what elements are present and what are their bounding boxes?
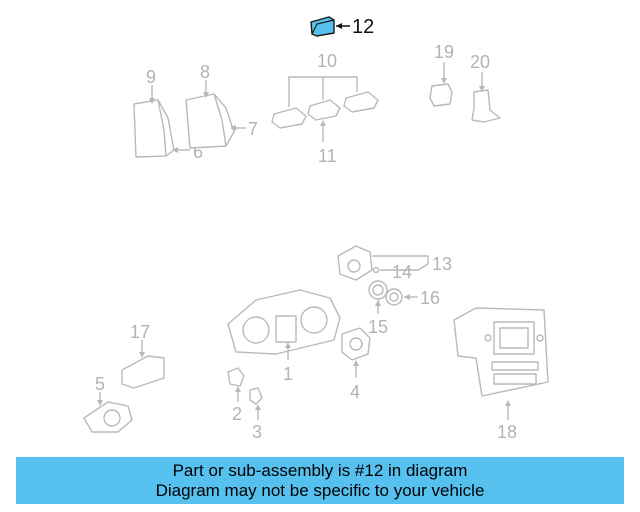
part-15[interactable]: 15	[368, 280, 388, 337]
part-10-number: 10	[317, 51, 337, 71]
part-8-number: 8	[200, 62, 210, 82]
part-9-number: 9	[146, 67, 156, 87]
part-16-number: 16	[420, 288, 440, 308]
part-8-7[interactable]: 8 7	[185, 62, 258, 149]
caption-line-1: Part or sub-assembly is #12 in diagram	[172, 460, 468, 480]
part-14-number: 14	[392, 262, 412, 282]
caption-banner: Part or sub-assembly is #12 in diagram D…	[16, 457, 624, 504]
part-11-number: 11	[318, 146, 337, 166]
part-9-6[interactable]: 9 6	[133, 67, 203, 162]
part-1[interactable]: 1	[227, 289, 341, 384]
part-2-number: 2	[232, 404, 242, 424]
part-19-number: 19	[434, 42, 454, 62]
part-5-number: 5	[95, 374, 105, 394]
part-16[interactable]: 16	[385, 288, 440, 308]
part-18-number: 18	[497, 422, 517, 442]
part-13-14[interactable]: 13 14	[337, 245, 452, 282]
part-12-number: 12	[352, 16, 374, 38]
part-19[interactable]: 19	[429, 42, 454, 107]
caption-line-2: Diagram may not be specific to your vehi…	[155, 480, 485, 500]
part-4[interactable]: 4	[341, 327, 371, 402]
part-1-number: 1	[283, 364, 293, 384]
part-5[interactable]: 5	[83, 374, 133, 433]
part-3[interactable]: 3	[249, 387, 263, 442]
part-13-number: 13	[432, 254, 452, 274]
part-4-number: 4	[350, 382, 360, 402]
part-18[interactable]: 18	[453, 307, 549, 442]
part-17-number: 17	[130, 322, 150, 342]
part-15-number: 15	[368, 317, 388, 337]
part-12[interactable]: 12	[310, 16, 374, 38]
part-7-number: 7	[248, 119, 258, 139]
part-20-number: 20	[470, 52, 490, 72]
part-17[interactable]: 17	[121, 322, 165, 389]
part-20[interactable]: 20	[470, 52, 501, 123]
part-2[interactable]: 2	[227, 367, 245, 424]
part-3-number: 3	[252, 422, 262, 442]
part-10-11[interactable]: 10 11	[271, 51, 379, 166]
part-6-number: 6	[193, 142, 203, 162]
